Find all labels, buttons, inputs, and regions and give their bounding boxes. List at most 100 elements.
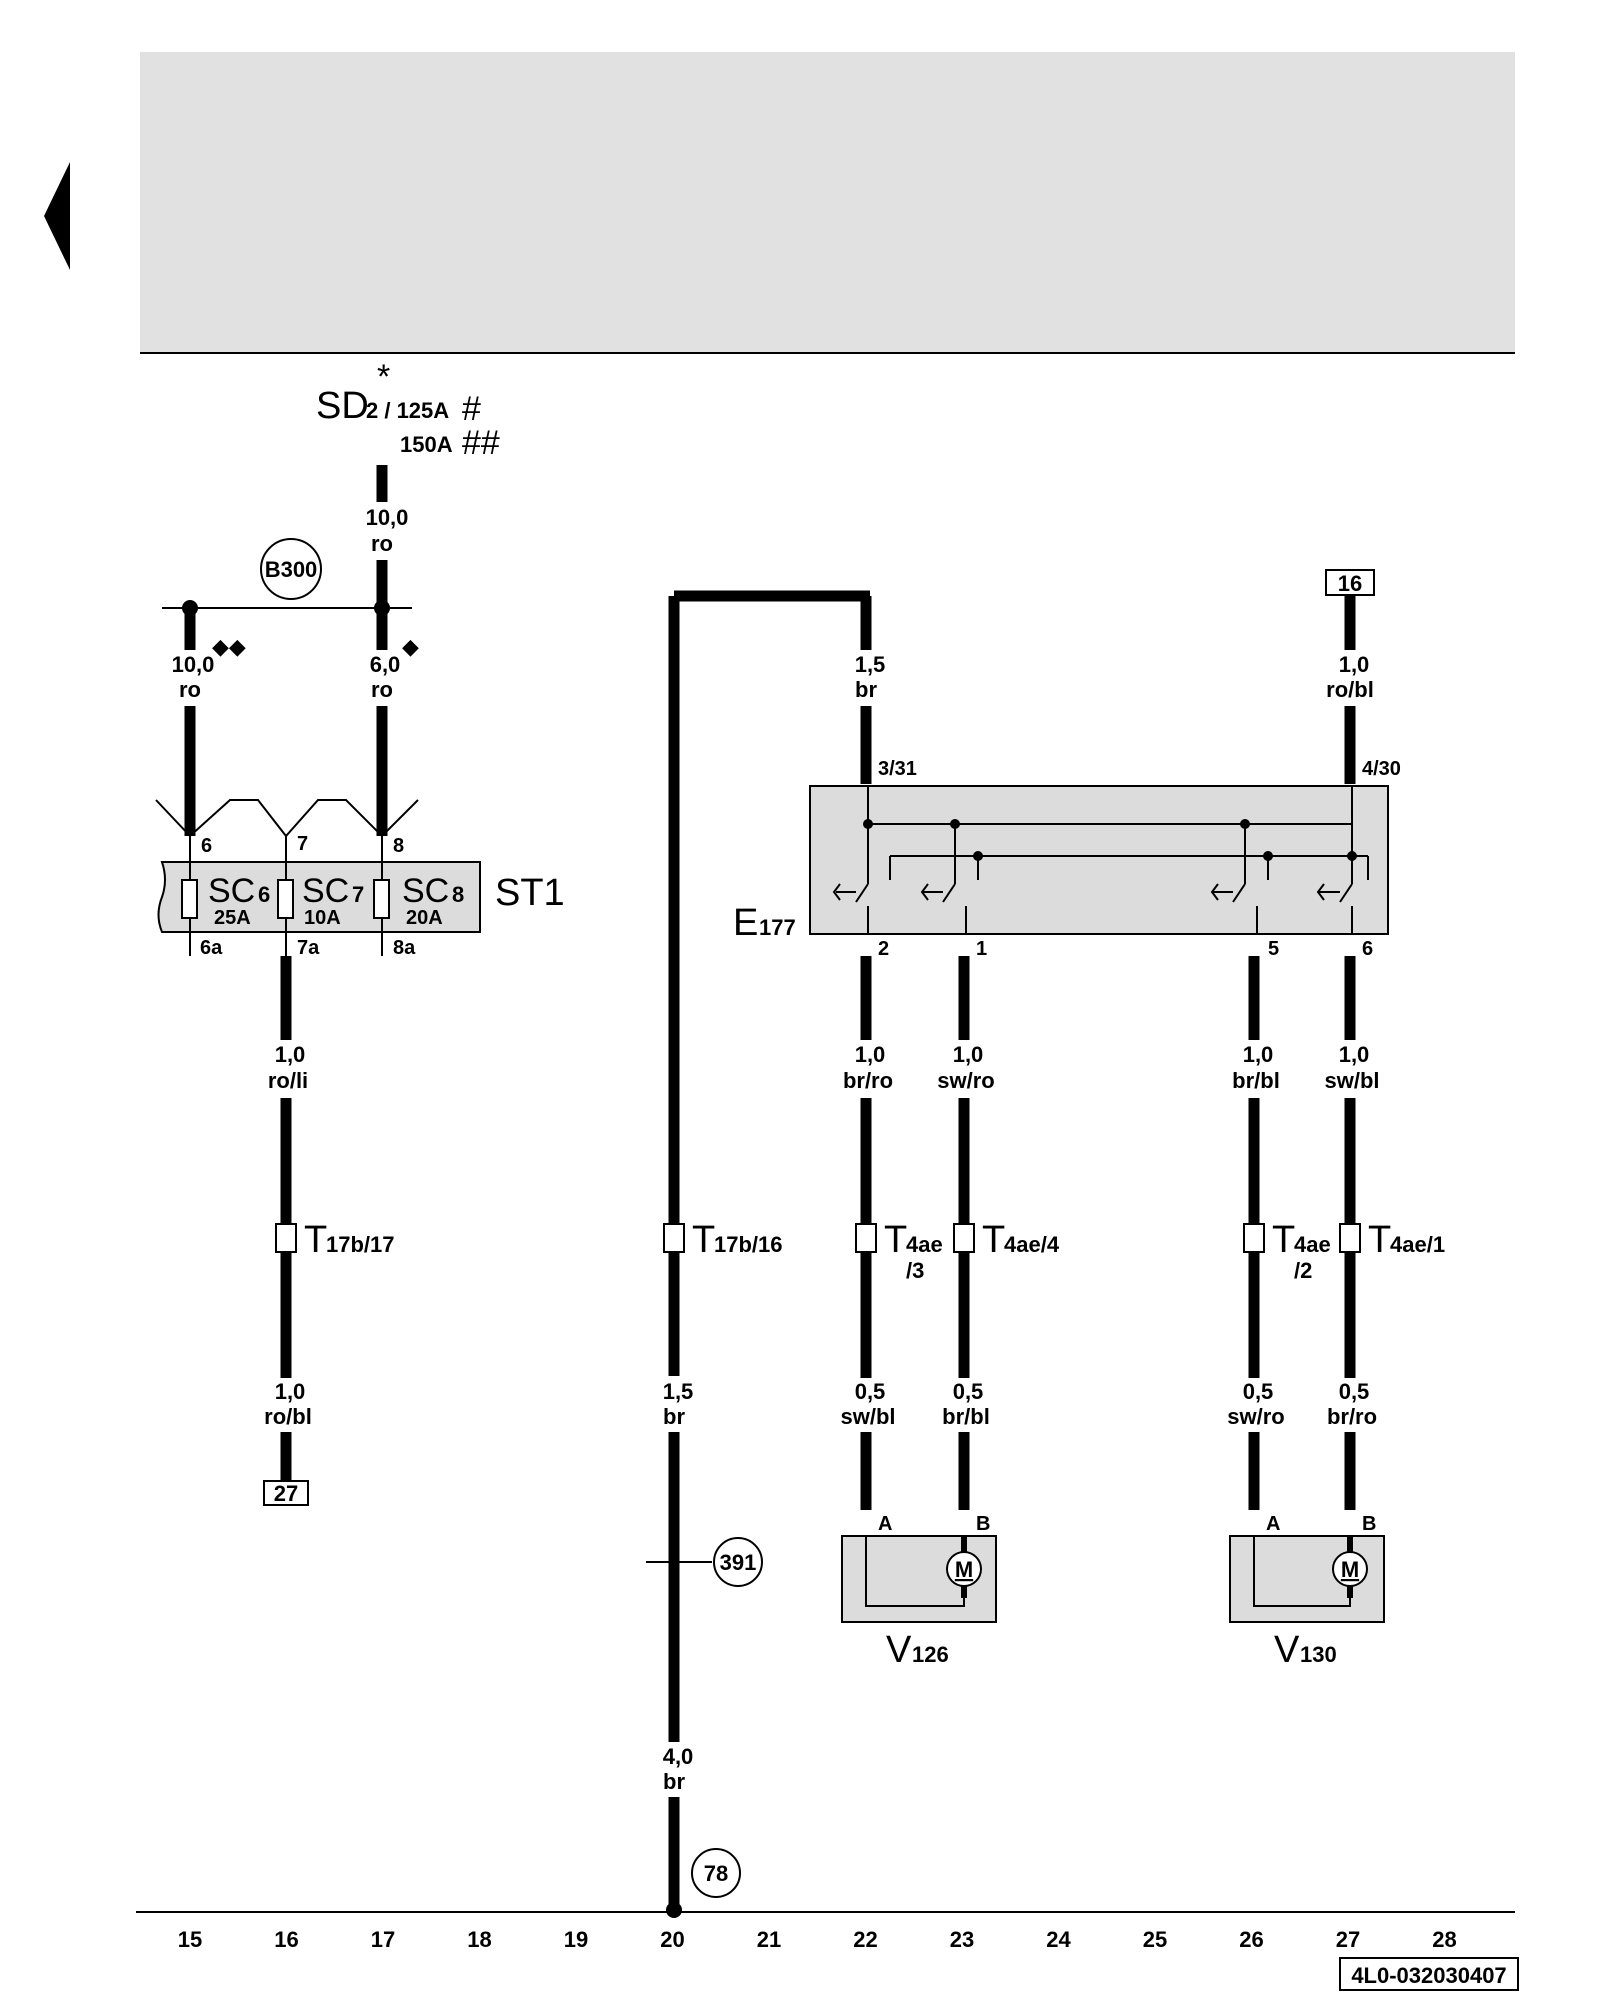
wire-sc7-bottom-color: ro/bl: [264, 1404, 312, 1429]
ref-box-27[interactable]: [263, 1480, 309, 1506]
st1-pin-6: 6: [201, 835, 212, 857]
ruler-col-15: 15: [178, 1927, 202, 1952]
wire-e177-in-color: br: [855, 677, 877, 702]
ruler-col-23: 23: [950, 1927, 974, 1952]
wire-pin5-color: br/bl: [1232, 1068, 1280, 1093]
sc8-sub: 8: [452, 882, 464, 907]
sc6-label: SC: [208, 872, 255, 910]
sc7-sub: 7: [352, 882, 364, 907]
b300-circle: [260, 538, 322, 600]
v130-motor-symbol: M: [1341, 1557, 1359, 1582]
v126-pin-a: A: [878, 1513, 892, 1535]
sc7-label: SC: [302, 872, 349, 910]
connector-t4ae1: T 4ae/1: [1339, 1219, 1445, 1261]
wire-sc7-bottom-size: 1,0: [275, 1379, 306, 1404]
ruler-col-26: 26: [1239, 1927, 1263, 1952]
svg-text:T: T: [692, 1219, 715, 1261]
back-arrow-icon[interactable]: [44, 162, 70, 270]
ref-391-label: 391: [720, 1550, 757, 1575]
st1-pin-6a: 6a: [200, 937, 223, 959]
v130-pin-b: B: [1362, 1513, 1376, 1535]
wire-ground-bottom-color: br: [663, 1769, 685, 1794]
ruler-col-18: 18: [467, 1927, 491, 1952]
v126-motor-icon: [946, 1551, 982, 1587]
svg-text:4ae: 4ae: [906, 1232, 943, 1257]
ruler-col-19: 19: [564, 1927, 588, 1952]
wire-v126a-color: sw/bl: [840, 1404, 895, 1429]
wire-16-size: 1,0: [1339, 652, 1370, 677]
wire-sc7-color: ro/li: [268, 1068, 308, 1093]
connector-t4ae2: T 4ae /2: [1243, 1219, 1331, 1283]
ruler-col-22: 22: [853, 1927, 877, 1952]
ref-circle-78[interactable]: [691, 1848, 741, 1898]
wire-sd-color: ro: [371, 531, 393, 556]
connector-t4ae4: T 4ae/4: [953, 1219, 1060, 1261]
v126-label: V: [886, 1629, 912, 1671]
wire-v126b-size: 0,5: [953, 1379, 984, 1404]
sc7-rating: 10A: [304, 907, 341, 929]
sd-label: SD: [316, 385, 369, 427]
e177-pin-3-31: 3/31: [878, 758, 917, 780]
svg-text:T: T: [982, 1219, 1005, 1261]
v130-pin-a: A: [1266, 1513, 1280, 1535]
e177-sub: 177: [759, 915, 796, 940]
wire-e177-in-size: 1,5: [855, 652, 886, 677]
wire-ground-mid-color: br: [663, 1404, 685, 1429]
ref-circle-391[interactable]: [713, 1537, 763, 1587]
wire-pin1-size: 1,0: [953, 1042, 984, 1067]
sc8-rating: 20A: [406, 907, 443, 929]
ref-box-16[interactable]: [1325, 569, 1375, 596]
b300-label: B300: [265, 557, 318, 582]
e177-pin-6: 6: [1362, 938, 1373, 960]
svg-text:17b/16: 17b/16: [714, 1232, 783, 1257]
wire-ground-mid-size: 1,5: [663, 1379, 694, 1404]
wire-pin1-color: sw/ro: [937, 1068, 994, 1093]
wire-right-size: 6,0: [370, 652, 401, 677]
st1-fuse-sc7: SC 7 10A: [277, 836, 364, 956]
wire-pin6-size: 1,0: [1339, 1042, 1370, 1067]
svg-text:17b/17: 17b/17: [326, 1232, 395, 1257]
ruler-col-25: 25: [1143, 1927, 1167, 1952]
connector-t17b17: T 17b/17: [275, 1219, 395, 1261]
svg-text:4ae/1: 4ae/1: [1390, 1232, 1445, 1257]
svg-text:T: T: [304, 1219, 327, 1261]
v126-sub: 126: [912, 1642, 949, 1667]
sd-alt-rating: 150A: [400, 432, 453, 457]
v126-internal-wire: [865, 1536, 965, 1607]
v130-internal-wire: [1253, 1536, 1351, 1607]
st1-label: ST1: [495, 872, 565, 914]
st1-block: [157, 861, 481, 933]
e177-node-2: [950, 819, 960, 829]
st1-pin-8: 8: [393, 835, 404, 857]
e177-node-5: [1263, 851, 1273, 861]
ruler-col-28: 28: [1432, 1927, 1456, 1952]
wire-pin2-color: br/ro: [843, 1068, 893, 1093]
e177-label: E: [733, 902, 758, 944]
e177-pin-1: 1: [976, 938, 987, 960]
sc8-label: SC: [402, 872, 449, 910]
ruler-col-21: 21: [757, 1927, 781, 1952]
sd-mark-2: ##: [462, 424, 500, 462]
svg-text:4ae: 4ae: [1294, 1232, 1331, 1257]
ref-27-label: 27: [274, 1481, 298, 1506]
sc6-rating: 25A: [214, 907, 251, 929]
connector-t4ae3: T 4ae /3: [855, 1219, 943, 1283]
header-panel: [140, 52, 1515, 352]
e177-block: [809, 785, 1389, 935]
ruler-col-24: 24: [1046, 1927, 1071, 1952]
ruler-col-27: 27: [1336, 1927, 1360, 1952]
wire-right-mark: ◆: [402, 634, 419, 659]
wire-left-color: ro: [179, 677, 201, 702]
ref-16-label: 16: [1338, 571, 1362, 596]
v130-motor-icon: [1332, 1551, 1368, 1587]
wire-v126a-size: 0,5: [855, 1379, 886, 1404]
wire-sc7-size: 1,0: [275, 1042, 306, 1067]
wire-pin2-size: 1,0: [855, 1042, 886, 1067]
e177-node-6: [1347, 851, 1357, 861]
e177-pin-4-30: 4/30: [1362, 758, 1401, 780]
wire-v130a-size: 0,5: [1243, 1379, 1274, 1404]
ref-78-label: 78: [704, 1861, 728, 1886]
wire-pin5-size: 1,0: [1243, 1042, 1274, 1067]
